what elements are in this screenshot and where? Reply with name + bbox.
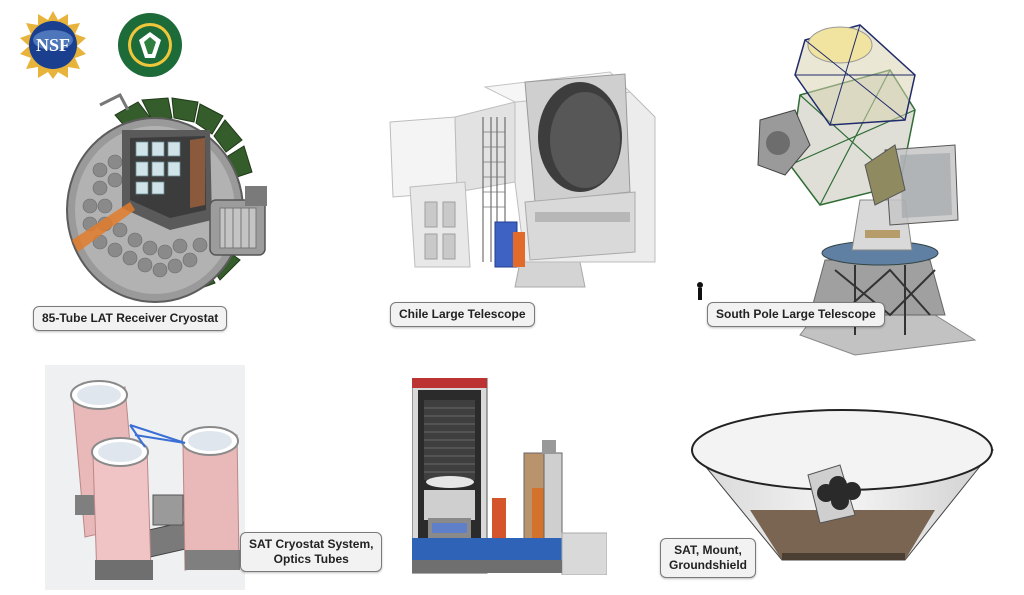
caption-sat-mount-line2: Groundshield bbox=[669, 558, 747, 572]
sat-cross-section-illustration bbox=[412, 378, 607, 575]
south-pole-telescope-illustration bbox=[690, 15, 990, 360]
nsf-logo-text: NSF bbox=[36, 35, 70, 55]
sat-groundshield-illustration bbox=[690, 405, 995, 565]
caption-lat-cryostat: 85-Tube LAT Receiver Cryostat bbox=[33, 306, 228, 331]
caption-sat-cryostat: SAT Cryostat System, Optics Tubes bbox=[240, 532, 383, 572]
doe-logo bbox=[117, 12, 183, 78]
sat-cryostat-illustration bbox=[45, 365, 245, 590]
nsf-logo: NSF bbox=[18, 10, 88, 80]
caption-sat-cryostat-line1: SAT Cryostat System, bbox=[249, 537, 374, 551]
caption-sat-mount-line1: SAT, Mount, bbox=[674, 543, 742, 557]
caption-sat-mount: SAT, Mount, Groundshield bbox=[660, 538, 756, 578]
lat-cryostat-illustration bbox=[60, 90, 285, 305]
caption-south-pole-telescope: South Pole Large Telescope bbox=[707, 302, 885, 327]
caption-chile-telescope: Chile Large Telescope bbox=[390, 302, 535, 327]
chile-telescope-illustration bbox=[385, 62, 660, 297]
caption-sat-cryostat-line2: Optics Tubes bbox=[273, 552, 349, 566]
